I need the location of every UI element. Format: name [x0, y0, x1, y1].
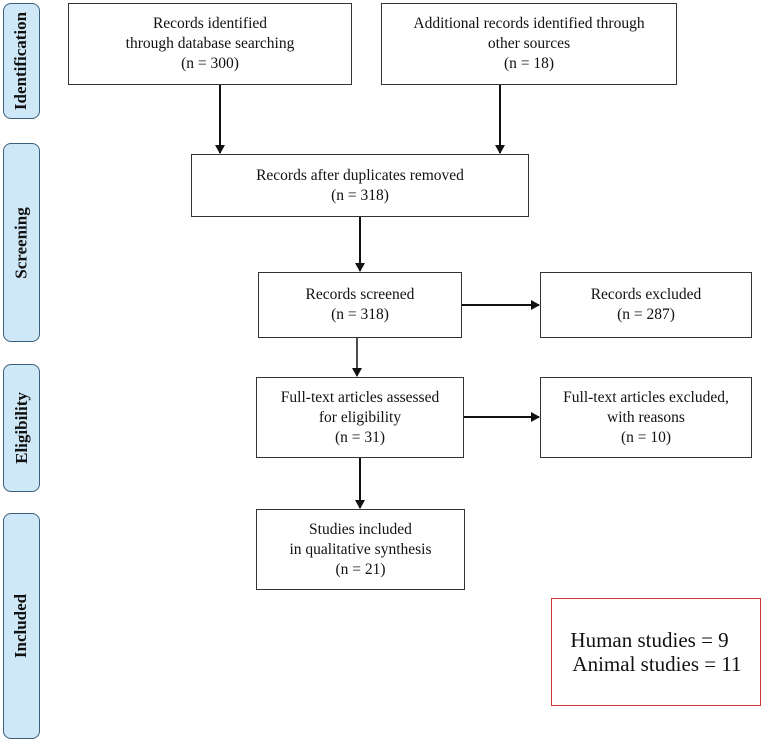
box-included-line3: (n = 21)	[335, 560, 386, 578]
box-included-line1: Studies included	[309, 520, 412, 538]
box-screened-line1: Records screened	[305, 286, 415, 303]
box-database-line1: Records identified	[152, 15, 268, 32]
box-duplicates-line1: Records after duplicates removed	[256, 166, 464, 184]
box-database-line2: through database searching	[125, 35, 295, 52]
box-excluded-line2: (n = 287)	[617, 306, 675, 323]
box-screened-line2: (n = 318)	[331, 306, 389, 323]
box-duplicates-line2: (n = 318)	[331, 186, 389, 204]
box-fulltext-excluded: Full-text articles excluded, with reason…	[540, 377, 752, 458]
box-other-sources: Additional records identified through ot…	[381, 3, 677, 85]
box-fulltext-assessed-line2: for eligibility	[318, 408, 402, 426]
box-fulltext-assessed: Full-text articles assessed for eligibil…	[256, 377, 464, 458]
box-studies-included: Studies included in qualitative synthesi…	[256, 509, 465, 590]
box-database-line3: (n = 300)	[181, 55, 239, 72]
study-breakdown-note: Human studies = 9 Animal studies = 11	[551, 598, 761, 706]
box-records-screened: Records screened (n = 318)	[258, 272, 462, 338]
box-fulltext-excluded-line1: Full-text articles excluded,	[563, 388, 729, 406]
note-human-studies: Human studies = 9	[570, 628, 729, 652]
box-duplicates-removed: Records after duplicates removed (n = 31…	[191, 154, 529, 217]
box-other-sources-line2: other sources	[487, 35, 571, 52]
note-animal-studies: Animal studies = 11	[572, 652, 742, 676]
box-fulltext-assessed-line3: (n = 31)	[334, 428, 386, 446]
box-records-excluded: Records excluded (n = 287)	[540, 272, 752, 338]
phase-identification: Identification	[3, 3, 40, 119]
phase-included: Included	[3, 513, 40, 739]
box-excluded-line1: Records excluded	[590, 286, 702, 303]
phase-screening: Screening	[3, 143, 40, 342]
phase-eligibility: Eligibility	[3, 364, 40, 492]
box-fulltext-assessed-line1: Full-text articles assessed	[280, 388, 440, 406]
box-other-sources-line3: (n = 18)	[503, 55, 555, 72]
box-database-records: Records identified through database sear…	[68, 3, 352, 85]
box-fulltext-excluded-line3: (n = 10)	[620, 428, 672, 446]
box-other-sources-line1: Additional records identified through	[413, 15, 645, 32]
box-included-line2: in qualitative synthesis	[289, 540, 432, 558]
box-fulltext-excluded-line2: with reasons	[607, 408, 685, 426]
